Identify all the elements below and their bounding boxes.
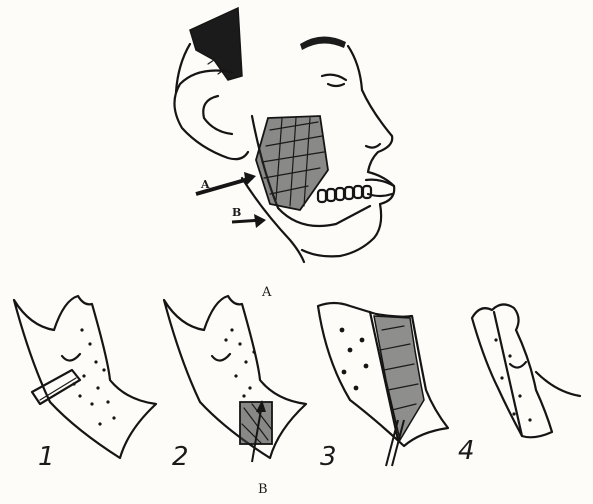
step-1-drawing (14, 296, 156, 458)
step-2-number: 2 (172, 442, 189, 472)
step-1-number: 1 (38, 442, 55, 472)
step-4-number: 4 (458, 436, 475, 466)
step-3-drawing (318, 303, 448, 466)
step-2-drawing (164, 296, 306, 462)
panel-b-caption: B (258, 482, 268, 497)
step-3-number: 3 (320, 442, 337, 472)
step-4-drawing (472, 304, 580, 437)
